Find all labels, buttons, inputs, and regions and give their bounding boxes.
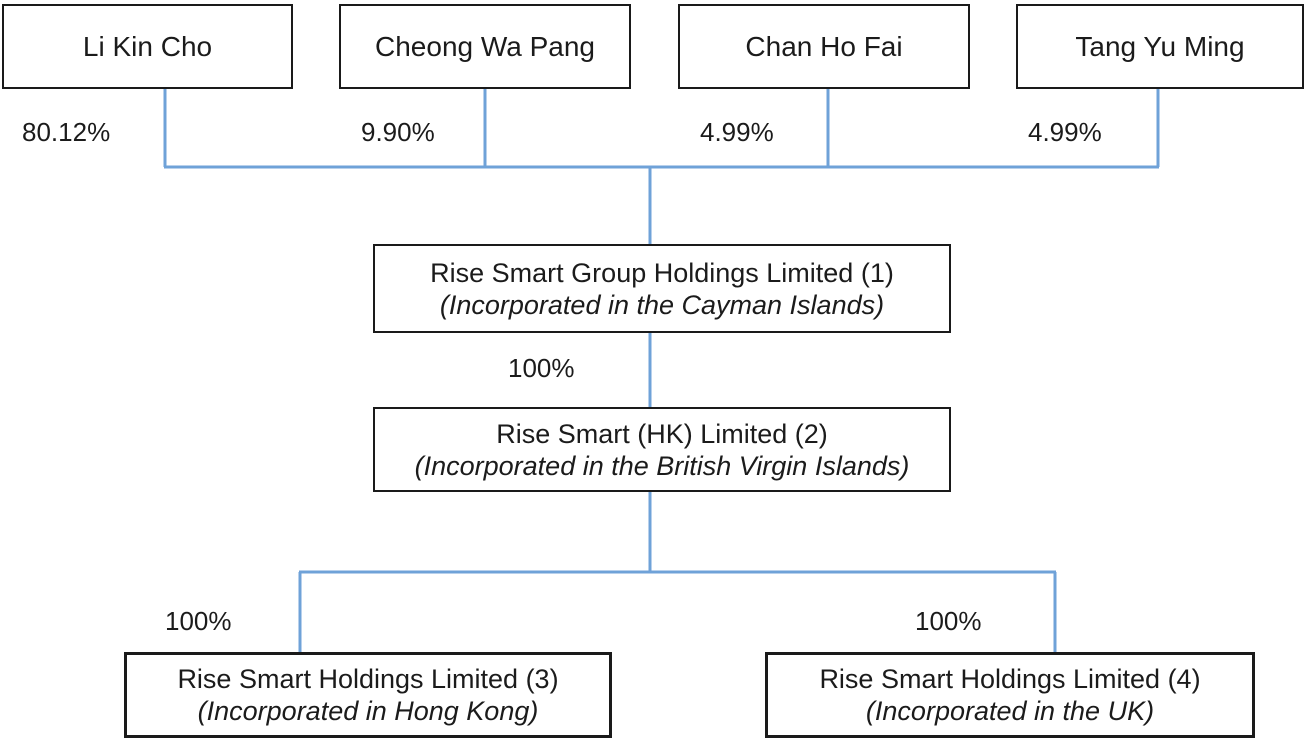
shareholder-name: Li Kin Cho	[82, 30, 213, 62]
shareholder-box-chan-ho-fai: Chan Ho Fai	[678, 4, 970, 89]
ownership-label-hk-to-subsidiary-4: 100%	[915, 606, 982, 636]
ownership-label-hk-to-subsidiary-3: 100%	[165, 606, 232, 636]
ownership-label-chan-ho-fai: 4.99%	[700, 117, 774, 147]
entity-name: Rise Smart Holdings Limited (4)	[819, 664, 1201, 694]
entity-box-rise-smart-hk: Rise Smart (HK) Limited (2) (Incorporate…	[373, 407, 951, 492]
shareholder-box-li-kin-cho: Li Kin Cho	[2, 4, 293, 89]
entity-incorporation: (Incorporated in the British Virgin Isla…	[414, 450, 910, 481]
shareholder-name: Chan Ho Fai	[745, 30, 903, 62]
entity-incorporation: (Incorporated in Hong Kong)	[197, 696, 539, 726]
ownership-label-group-to-hk: 100%	[508, 353, 575, 383]
ownership-label-tang-yu-ming: 4.99%	[1028, 117, 1102, 147]
entity-incorporation: (Incorporated in the UK)	[865, 696, 1155, 726]
entity-box-rise-smart-holdings-3: Rise Smart Holdings Limited (3) (Incorpo…	[124, 652, 612, 738]
shareholder-name: Cheong Wa Pang	[375, 30, 595, 62]
entity-box-rise-smart-holdings-4: Rise Smart Holdings Limited (4) (Incorpo…	[765, 652, 1255, 738]
entity-name: Rise Smart Group Holdings Limited (1)	[430, 257, 894, 288]
entity-incorporation: (Incorporated in the Cayman Islands)	[439, 289, 885, 320]
entity-name: Rise Smart (HK) Limited (2)	[496, 418, 828, 449]
shareholder-box-cheong-wa-pang: Cheong Wa Pang	[339, 4, 631, 89]
shareholder-box-tang-yu-ming: Tang Yu Ming	[1016, 4, 1304, 89]
ownership-label-cheong-wa-pang: 9.90%	[361, 117, 435, 147]
entity-box-rise-smart-group-holdings: Rise Smart Group Holdings Limited (1) (I…	[373, 244, 951, 333]
ownership-label-li-kin-cho: 80.12%	[22, 117, 111, 147]
entity-name: Rise Smart Holdings Limited (3)	[177, 664, 559, 694]
shareholder-name: Tang Yu Ming	[1075, 30, 1245, 62]
